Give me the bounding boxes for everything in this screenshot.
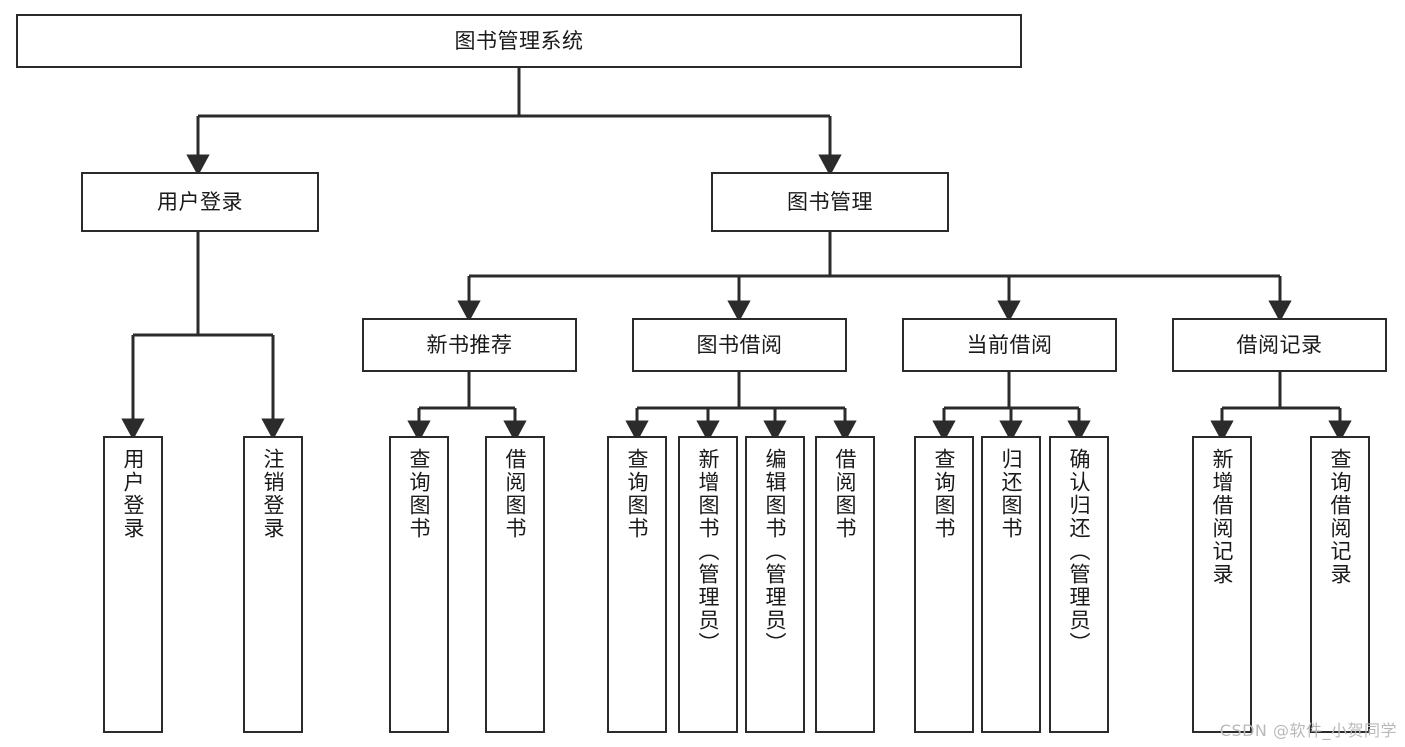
node-user-login[interactable]: 用户登录 [81, 172, 319, 232]
node-book-management-label: 图书管理 [787, 189, 873, 214]
node-leaf-add-book-label: 新增图书（管理员） [696, 448, 721, 655]
node-new-book-recommend[interactable]: 新书推荐 [362, 318, 577, 372]
node-leaf-borrow-book-2-label: 借阅图书 [833, 448, 858, 540]
node-leaf-logout-login-label: 注销登录 [261, 448, 286, 540]
node-leaf-query-book-2-label: 查询图书 [625, 448, 650, 540]
node-current-borrow-label: 当前借阅 [966, 332, 1053, 357]
node-leaf-query-book-3-label: 查询图书 [932, 448, 957, 540]
node-leaf-query-book-2[interactable]: 查询图书 [607, 436, 667, 733]
node-leaf-user-login[interactable]: 用户登录 [103, 436, 163, 733]
node-current-borrow[interactable]: 当前借阅 [902, 318, 1117, 372]
node-leaf-borrow-book-1-label: 借阅图书 [503, 448, 528, 540]
node-leaf-edit-book-label: 编辑图书（管理员） [763, 448, 788, 655]
node-book-borrow[interactable]: 图书借阅 [632, 318, 847, 372]
node-leaf-return-book-label: 归还图书 [999, 448, 1024, 540]
node-leaf-add-record[interactable]: 新增借阅记录 [1192, 436, 1252, 733]
node-leaf-confirm-return-label: 确认归还（管理员） [1067, 448, 1092, 655]
node-borrow-record-label: 借阅记录 [1236, 332, 1323, 357]
node-new-book-recommend-label: 新书推荐 [426, 332, 513, 357]
node-leaf-borrow-book-1[interactable]: 借阅图书 [485, 436, 545, 733]
node-user-login-label: 用户登录 [157, 189, 243, 214]
node-book-management[interactable]: 图书管理 [711, 172, 949, 232]
node-leaf-confirm-return[interactable]: 确认归还（管理员） [1049, 436, 1109, 733]
node-leaf-return-book[interactable]: 归还图书 [981, 436, 1041, 733]
node-leaf-query-book-1[interactable]: 查询图书 [389, 436, 449, 733]
node-leaf-borrow-book-2[interactable]: 借阅图书 [815, 436, 875, 733]
node-leaf-query-record-label: 查询借阅记录 [1328, 448, 1353, 586]
node-leaf-query-book-1-label: 查询图书 [407, 448, 432, 540]
node-borrow-record[interactable]: 借阅记录 [1172, 318, 1387, 372]
node-leaf-add-book[interactable]: 新增图书（管理员） [678, 436, 738, 733]
node-book-borrow-label: 图书借阅 [696, 332, 783, 357]
node-root-label: 图书管理系统 [454, 28, 584, 53]
node-root[interactable]: 图书管理系统 [16, 14, 1022, 68]
node-leaf-query-book-3[interactable]: 查询图书 [914, 436, 974, 733]
node-leaf-user-login-label: 用户登录 [121, 448, 146, 540]
node-leaf-query-record[interactable]: 查询借阅记录 [1310, 436, 1370, 733]
node-leaf-edit-book[interactable]: 编辑图书（管理员） [745, 436, 805, 733]
node-leaf-add-record-label: 新增借阅记录 [1210, 448, 1235, 586]
watermark-text: CSDN @软件_小贺同学 [1219, 721, 1397, 740]
node-leaf-logout-login[interactable]: 注销登录 [243, 436, 303, 733]
